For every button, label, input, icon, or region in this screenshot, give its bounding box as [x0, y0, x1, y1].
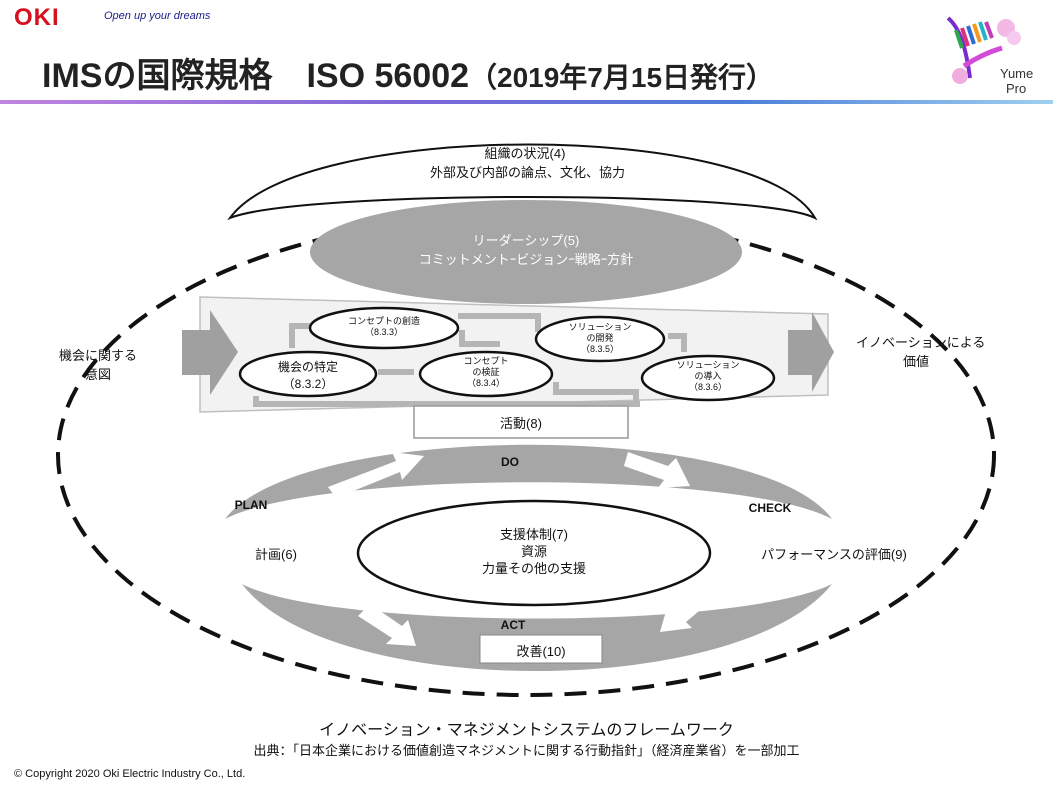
pdca-act: ACT [500, 618, 526, 632]
brand-line2: Pro [1006, 81, 1026, 96]
process-node-concept-creation [308, 306, 460, 350]
context-line2: 外部及び内部の論点、文化、協力 [430, 165, 626, 180]
source-note: 出典：「日本企業における価値創造マネジメントに関する行動指針」（経済産業省）を一… [253, 743, 800, 758]
output-arrow [788, 312, 834, 392]
leadership-ellipse [310, 200, 742, 304]
process-node-concept-validation [418, 350, 554, 398]
activity-label: 活動(8) [500, 416, 542, 431]
context-line1: 組織の状況(4) [484, 146, 566, 161]
activity-box [413, 405, 629, 439]
process-connectors [253, 313, 687, 407]
intent-label: 機会に関する 意図 [48, 345, 148, 383]
context-label: 組織の状況(4) 外部及び内部の論点、文化、協力 [430, 143, 626, 181]
support-line1: 支援体制(7) [500, 527, 568, 542]
support-label: 支援体制(7) 資源 力量その他の支援 [444, 526, 624, 577]
pdca-do: DO [501, 455, 519, 469]
intent-line1: 機会に関する [58, 348, 137, 363]
support-ellipse [356, 499, 712, 607]
title-sub: （2019年7月15日発行） [469, 62, 775, 93]
yumepro-stripes [946, 16, 1021, 84]
input-arrow [182, 310, 238, 395]
process-node-opportunity [238, 350, 378, 398]
concept-validation-label: コンセプト の検証 （8.3.4） [446, 356, 526, 389]
improvement-label: 改善(10) [516, 644, 566, 659]
opportunity-line1: 機会の特定 [277, 360, 338, 374]
pdca-bottom-arc [242, 584, 832, 671]
solution-development-label: ソリューション の開発 （8.3.5） [560, 322, 640, 355]
concept-creation-line1: コンセプトの創造 [347, 316, 420, 326]
value-label: イノベーションによる 価値 [856, 332, 986, 370]
brand-line1: Yume [1000, 66, 1033, 81]
process-node-solution-deployment [640, 354, 776, 402]
intent-line2: 意図 [84, 367, 111, 382]
concept-validation-line3: （8.3.4） [466, 378, 506, 388]
concept-validation-line2: の検証 [472, 367, 500, 377]
diagram-caption: イノベーション・マネジメントシステムのフレームワーク [319, 722, 734, 739]
solution-deployment-line2: の導入 [694, 371, 722, 381]
value-line2: 価値 [902, 354, 929, 369]
pdca-plan: PLAN [234, 498, 268, 512]
solution-development-line3: （8.3.5） [580, 344, 620, 354]
support-line3: 力量その他の支援 [481, 561, 586, 576]
tagline: Open up your dreams [104, 10, 211, 22]
yumepro-logo: Yume Pro [946, 16, 1033, 96]
solution-deployment-line1: ソリューション [676, 360, 740, 370]
process-node-solution-development [534, 315, 666, 363]
concept-creation-label: コンセプトの創造 （8.3.3） [330, 316, 438, 338]
opportunity-label: 機会の特定 （8.3.2） [258, 358, 358, 392]
leadership-line1: リーダーシップ(5) [472, 233, 580, 248]
context-arch [227, 143, 818, 221]
leadership-label: リーダーシップ(5) コミットメントｰビジョンｰ戦略ｰ方針 [396, 230, 656, 268]
pdca-top-arc [225, 444, 832, 519]
pdca-arrows [328, 452, 712, 646]
solution-development-line2: の開発 [586, 333, 614, 343]
solution-deployment-line3: （8.3.6） [688, 382, 728, 392]
check-label: パフォーマンスの評価(9) [761, 547, 907, 562]
solution-development-line1: ソリューション [568, 322, 632, 332]
title-rule [0, 100, 1053, 104]
page-title: IMSの国際規格 ISO 56002（2019年7月15日発行） [42, 48, 774, 97]
concept-creation-line2: （8.3.3） [364, 327, 404, 337]
oki-logo: OKI [14, 4, 60, 31]
concept-validation-line1: コンセプト [463, 356, 509, 366]
plan-label: 計画(6) [255, 547, 297, 562]
solution-deployment-label: ソリューション の導入 （8.3.6） [668, 360, 748, 393]
pdca-check: CHECK [748, 501, 792, 515]
leadership-line2: コミットメントｰビジョンｰ戦略ｰ方針 [418, 252, 634, 267]
title-main: IMSの国際規格 ISO 56002 [42, 57, 470, 95]
support-line2: 資源 [520, 544, 547, 559]
copyright: © Copyright 2020 Oki Electric Industry C… [14, 768, 246, 780]
improvement-box [479, 634, 603, 664]
value-line1: イノベーションによる [856, 335, 986, 350]
opportunity-line2: （8.3.2） [282, 377, 334, 391]
